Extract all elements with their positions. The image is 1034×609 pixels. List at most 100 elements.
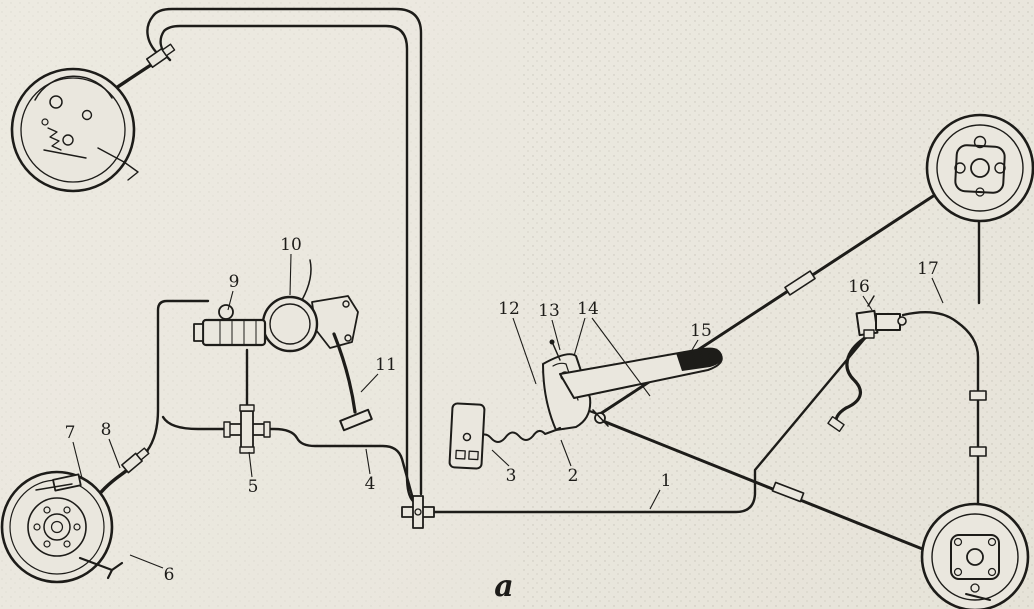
callout-8: 8: [101, 420, 112, 440]
callout-2-leader: [560, 439, 572, 467]
wheel-bolt: [73, 523, 81, 531]
axle-center: [50, 520, 64, 534]
pipe-tee-left-stub: [161, 415, 233, 431]
adjuster-lever: [78, 556, 124, 580]
wheel-bolt: [63, 540, 71, 548]
bracket-bolt: [342, 300, 350, 308]
return-spring: [47, 127, 62, 151]
tee-nut: [263, 421, 271, 438]
callout-14-leader: [573, 317, 586, 357]
adjuster-eye: [462, 432, 472, 442]
callout-1-leader: [649, 489, 661, 510]
drum-inner-ring: [20, 77, 126, 183]
callout-16-leader: [862, 295, 873, 311]
hose-rear: [834, 334, 870, 427]
callout-10-leader: [289, 253, 292, 296]
adjuster-window: [468, 450, 479, 461]
callout-2: 2: [568, 466, 579, 486]
callout-13: 13: [538, 301, 560, 321]
pipe-4-to-cross: [261, 427, 415, 501]
shoe-line: [35, 483, 73, 491]
front-pull-rod: [554, 426, 562, 432]
cable-sleeve-lower: [771, 481, 805, 503]
pipe-clamp: [969, 446, 987, 457]
callout-9: 9: [229, 272, 240, 292]
booster-wire: [301, 259, 312, 301]
brake-shoe-arc: [34, 75, 113, 101]
wheel-brake-top-left: [10, 67, 139, 193]
hub-center: [43, 513, 71, 541]
hose-connector: [145, 43, 176, 69]
wheel-brake-bottom-right: [920, 502, 1030, 609]
cylinder-ribs: [219, 319, 257, 346]
pipe-clamp: [969, 390, 987, 401]
tee-fitting: [223, 404, 271, 454]
wheel-brake-top-right: [925, 113, 1034, 223]
brake-booster: [261, 295, 319, 353]
hub-center: [970, 158, 990, 178]
hub-plate: [950, 534, 1000, 580]
hub-center: [966, 548, 984, 566]
handbrake-lever-assembly: [542, 339, 723, 432]
callout-5-leader: [248, 451, 253, 478]
callout-13-leader: [551, 319, 561, 351]
drum-outer: [10, 67, 136, 193]
hub-hole: [62, 134, 74, 146]
callout-6: 6: [164, 565, 175, 585]
wheel-bolt: [33, 523, 41, 531]
hub-plate: [954, 144, 1006, 194]
wheel-brake-bottom-left: [0, 470, 124, 584]
callout-9-leader: [227, 290, 234, 311]
release-knob: [549, 339, 555, 345]
lower-hole: [970, 583, 980, 593]
wheel-bolt: [953, 567, 963, 577]
pipe-rear-long: [430, 335, 868, 514]
brake-pipes: [145, 7, 987, 514]
callouts: 1 2 3 4 5 6 7 8 9 10 11 12 13 14 15 16: [65, 235, 944, 585]
callout-7-leader: [72, 441, 83, 479]
brake-pedal-arm: [332, 332, 357, 414]
booster-inner: [269, 303, 311, 345]
callout-5: 5: [248, 477, 259, 497]
wheel-bolt: [953, 537, 963, 547]
filler-cap: [218, 304, 234, 320]
drum-inner-ring: [936, 124, 1024, 212]
wheel-bolt: [63, 506, 71, 514]
rear-hose-fitting: [855, 295, 907, 339]
callout-14-leader-2: [591, 317, 651, 397]
drum-inner-ring: [931, 513, 1019, 601]
tee-nut: [239, 404, 255, 412]
callout-16: 16: [848, 277, 870, 297]
callout-12-leader: [512, 317, 537, 385]
pipe-top-outer: [146, 7, 423, 496]
fitting-bolt: [863, 329, 875, 339]
hub-bottom-hole: [975, 187, 985, 197]
bracket-bolt: [344, 334, 352, 342]
hub-ring: [27, 497, 87, 557]
callout-11-leader: [360, 373, 379, 393]
pipe-left-vertical: [145, 299, 210, 453]
wheel-bolt: [43, 540, 51, 548]
tee-body-v: [240, 410, 254, 449]
cross-body-v: [412, 495, 424, 529]
sector-inner-line: [552, 362, 579, 401]
callout-17-leader: [931, 277, 944, 304]
callout-14: 14: [577, 299, 599, 319]
brake-pedal-pad: [339, 408, 373, 432]
hub-side-hole: [994, 162, 1006, 174]
pipe-top-inner: [159, 24, 415, 503]
paper-texture-right: [520, 0, 1034, 609]
callout-4: 4: [365, 474, 376, 494]
fitting-nut: [897, 316, 907, 326]
callout-11: 11: [375, 355, 397, 375]
hub-top-hole: [973, 135, 987, 149]
wheel-cylinder-port: [49, 95, 63, 109]
tee-nut: [223, 421, 231, 438]
fitting-union: [875, 313, 901, 331]
anchor-pin: [81, 109, 93, 121]
callout-12: 12: [498, 299, 520, 319]
callout-8-leader: [108, 438, 121, 469]
release-rod: [552, 343, 561, 361]
wheel-bolt: [987, 567, 997, 577]
